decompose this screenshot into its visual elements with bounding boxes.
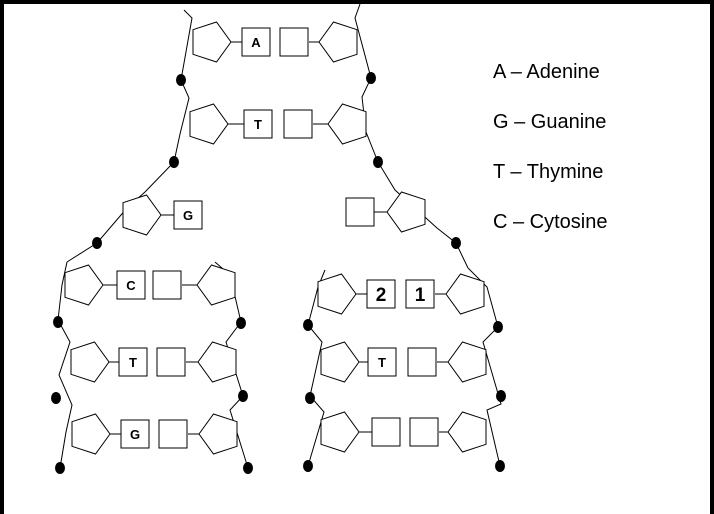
- backbone-top-right: [354, 4, 469, 269]
- deoxyribose-sugar: [327, 103, 367, 145]
- base-pair-left-1: C: [64, 264, 236, 306]
- base-pair-right-3: [320, 411, 487, 453]
- phosphate-dot: [169, 156, 179, 168]
- base-box-right: [407, 347, 437, 377]
- unpaired-nucleotide-fork-left: G: [122, 194, 203, 236]
- deoxyribose-sugar: [198, 413, 238, 455]
- deoxyribose-sugar: [445, 273, 485, 315]
- phosphate-dot: [92, 237, 102, 249]
- deoxyribose-sugar: [197, 341, 237, 383]
- phosphate-groups: [51, 72, 506, 474]
- base-box-left: [241, 27, 271, 57]
- legend-item-guanine: G – Guanine: [493, 111, 606, 133]
- deoxyribose-sugar: [320, 411, 360, 453]
- backbones: [57, 4, 502, 469]
- base-box-right: [283, 109, 313, 139]
- deoxyribose-sugar: [447, 411, 487, 453]
- phosphate-dot: [493, 321, 503, 333]
- base-box: [345, 197, 375, 227]
- deoxyribose-sugar: [320, 341, 360, 383]
- base-box: [173, 200, 203, 230]
- base-letter-left: A: [251, 35, 261, 50]
- phosphate-dot: [451, 237, 461, 249]
- phosphate-dot: [496, 390, 506, 402]
- base-letter-right: 1: [415, 285, 426, 306]
- deoxyribose-sugar: [318, 21, 358, 63]
- base-pair-right-2: T: [320, 341, 487, 383]
- phosphate-dot: [51, 392, 61, 404]
- phosphate-dot: [53, 316, 63, 328]
- base-letter-left: T: [378, 355, 386, 370]
- base-pair-left-3: G: [71, 413, 238, 455]
- base-letter-left: T: [129, 355, 137, 370]
- backbone-left-outer: [57, 261, 73, 469]
- deoxyribose-sugar: [317, 273, 357, 315]
- deoxyribose-sugar: [386, 191, 426, 233]
- base-box-right: [405, 279, 435, 309]
- base-box-right: [158, 419, 188, 449]
- deoxyribose-sugar: [64, 264, 104, 306]
- legend-item-adenine: A – Adenine: [493, 61, 600, 83]
- legend: A – Adenine G – Guanine T – Thymine C – Cyt…: [493, 61, 608, 233]
- base-box-left: [367, 347, 397, 377]
- base-box-left: [120, 419, 150, 449]
- base-letter-left: 2: [376, 285, 387, 306]
- deoxyribose-sugar: [447, 341, 487, 383]
- deoxyribose-sugar: [122, 194, 162, 236]
- base-letter: G: [183, 208, 193, 223]
- phosphate-dot: [243, 462, 253, 474]
- phosphate-dot: [236, 317, 246, 329]
- base-letter-left: T: [254, 117, 262, 132]
- base-letter-left: C: [126, 278, 136, 293]
- base-pair-top-2: T: [189, 103, 367, 145]
- deoxyribose-sugar: [189, 103, 229, 145]
- base-box-right: [156, 347, 186, 377]
- phosphate-dot: [303, 460, 313, 472]
- backbone-top-left: [66, 9, 193, 263]
- base-box-right: [279, 27, 309, 57]
- phosphate-dot: [176, 74, 186, 86]
- phosphate-dot: [366, 72, 376, 84]
- deoxyribose-sugar: [192, 21, 232, 63]
- base-box-right: [152, 270, 182, 300]
- deoxyribose-sugar: [196, 264, 236, 306]
- legend-item-cytosine: C – Cytosine: [493, 211, 608, 233]
- deoxyribose-sugar: [70, 341, 110, 383]
- base-box-right: [409, 417, 439, 447]
- phosphate-dot: [495, 460, 505, 472]
- base-box-left: [371, 417, 401, 447]
- phosphate-dot: [373, 156, 383, 168]
- deoxyribose-sugar: [71, 413, 111, 455]
- base-pair-top-1: A: [192, 21, 358, 63]
- phosphate-dot: [238, 390, 248, 402]
- base-box-left: [116, 270, 146, 300]
- base-letter-left: G: [130, 427, 140, 442]
- phosphate-dot: [303, 319, 313, 331]
- legend-item-thymine: T – Thymine: [493, 161, 603, 183]
- base-pair-left-2: T: [70, 341, 237, 383]
- base-box-left: [366, 279, 396, 309]
- unpaired-nucleotide-fork-right: [345, 191, 426, 233]
- phosphate-dot: [55, 462, 65, 474]
- base-box-left: [118, 347, 148, 377]
- phosphate-dot: [305, 392, 315, 404]
- base-box-left: [243, 109, 273, 139]
- backbone-right-outer: [467, 267, 502, 467]
